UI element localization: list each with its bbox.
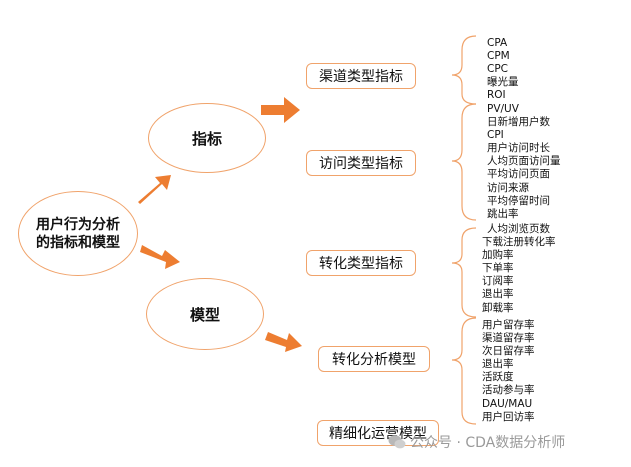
list-item: 退出率 — [482, 358, 514, 371]
bracket-conversion — [451, 227, 477, 318]
list-item: 次日留存率 — [482, 345, 535, 358]
list-item: 曝光量 — [487, 76, 519, 89]
list-visit: PV/UV 日新增用户数 CPI 用户访问时长 人均页面访问量 平均访问页面 访… — [487, 103, 561, 221]
category-conversion-model: 转化分析模型 — [318, 346, 430, 372]
category-visit: 访问类型指标 — [306, 150, 416, 176]
category-conversion: 转化类型指标 — [306, 250, 416, 276]
category-fine-ops-model: 精细化运营模型 — [317, 420, 439, 446]
metrics-node: 指标 — [148, 103, 266, 173]
list-item: 退出率 — [482, 288, 514, 301]
models-node: 模型 — [146, 278, 264, 350]
list-item: 用户回访率 — [482, 410, 535, 423]
list-item: 人均浏览页数 — [487, 223, 550, 235]
list-channel: CPA CPM CPC 曝光量 ROI — [487, 37, 519, 102]
bracket-visit — [451, 103, 477, 221]
list-item: 日新增用户数 — [487, 116, 550, 129]
list-item: 跳出率 — [487, 207, 519, 220]
watermark: 公众号 · CDA数据分析师 — [388, 432, 565, 452]
bracket-conversion-model — [451, 317, 477, 425]
list-conversion: 人均浏览页数 下载注册转化率 加购率 下单率 订阅率 退出率 卸载率 — [482, 223, 556, 315]
list-item: CPM — [487, 50, 510, 63]
category-label: 转化类型指标 — [319, 256, 403, 272]
watermark-text: 公众号 · CDA数据分析师 — [410, 435, 566, 451]
list-item: 加购率 — [482, 249, 514, 262]
list-item: 人均页面访问量 — [487, 155, 561, 168]
list-item: 订阅率 — [482, 275, 514, 288]
list-conversion-model: 用户留存率 渠道留存率 次日留存率 退出率 活跃度 活动参与率 DAU/MAU … — [482, 319, 535, 424]
category-label: 渠道类型指标 — [319, 69, 403, 85]
wechat-icon — [388, 435, 406, 449]
list-item: 卸载率 — [482, 301, 514, 314]
list-item: CPA — [487, 37, 508, 49]
list-item: 用户访问时长 — [487, 142, 550, 155]
bracket-channel — [451, 35, 477, 105]
arrow-root-to-metrics — [138, 175, 171, 204]
list-item: CPI — [487, 129, 504, 142]
arrow-models-to-conversion-model — [265, 332, 302, 352]
list-item: 渠道留存率 — [482, 332, 535, 345]
list-item: 访问来源 — [487, 181, 529, 194]
list-item: 下单率 — [482, 262, 514, 275]
list-item: 下载注册转化率 — [482, 236, 556, 249]
metrics-node-label: 指标 — [191, 129, 222, 148]
category-channel: 渠道类型指标 — [306, 63, 416, 89]
category-label: 精细化运营模型 — [329, 426, 427, 442]
list-item: PV/UV — [487, 103, 519, 115]
root-node-label: 用户行为分析的指标和模型 — [36, 216, 120, 251]
list-item: DAU/MAU — [482, 397, 533, 410]
arrow-metrics-to-channel — [261, 97, 300, 123]
category-label: 转化分析模型 — [332, 352, 416, 368]
list-item: ROI — [487, 89, 506, 102]
category-label: 访问类型指标 — [319, 156, 403, 172]
list-item: 活动参与率 — [482, 384, 535, 397]
list-item: 平均停留时间 — [487, 194, 550, 207]
root-node: 用户行为分析的指标和模型 — [18, 191, 138, 276]
list-item: 活跃度 — [482, 371, 514, 384]
list-item: 平均访问页面 — [487, 168, 550, 181]
list-item: CPC — [487, 63, 508, 76]
list-item: 用户留存率 — [482, 319, 535, 331]
models-node-label: 模型 — [189, 305, 220, 324]
arrow-root-to-models — [140, 245, 180, 269]
